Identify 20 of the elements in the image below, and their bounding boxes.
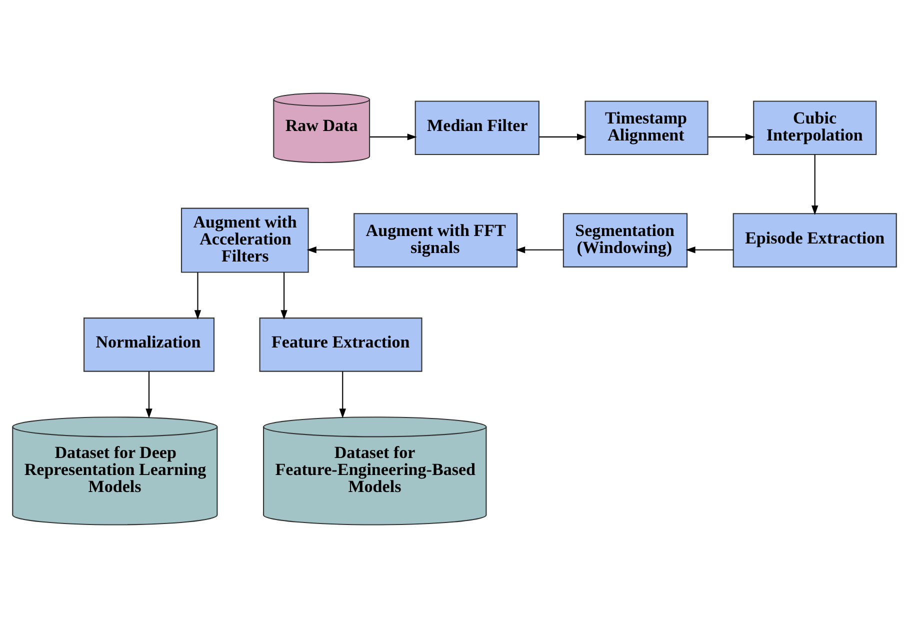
node-box: Episode Extraction <box>732 212 897 267</box>
arrow <box>812 154 818 215</box>
arrow <box>280 272 288 320</box>
node-box: Segmentation (Windowing) <box>562 212 688 267</box>
node-box: Timestamp Alignment <box>584 100 708 155</box>
node-box: Augment with Acceleration Filters <box>180 207 309 272</box>
node-box: Augment with FFT signals <box>354 212 518 267</box>
node-box: Median Filter <box>414 100 540 155</box>
arrow <box>370 133 417 140</box>
node-box: Feature Extraction <box>259 317 422 372</box>
arrow <box>146 370 152 418</box>
node-box: Cubic Interpolation <box>753 100 877 155</box>
arrow <box>539 133 587 140</box>
arrow <box>306 246 354 253</box>
node-box: Normalization <box>83 317 215 372</box>
arrow <box>339 370 346 418</box>
arrow <box>708 133 756 140</box>
arrow <box>194 272 202 320</box>
arrow <box>686 246 734 253</box>
arrow <box>516 246 564 253</box>
